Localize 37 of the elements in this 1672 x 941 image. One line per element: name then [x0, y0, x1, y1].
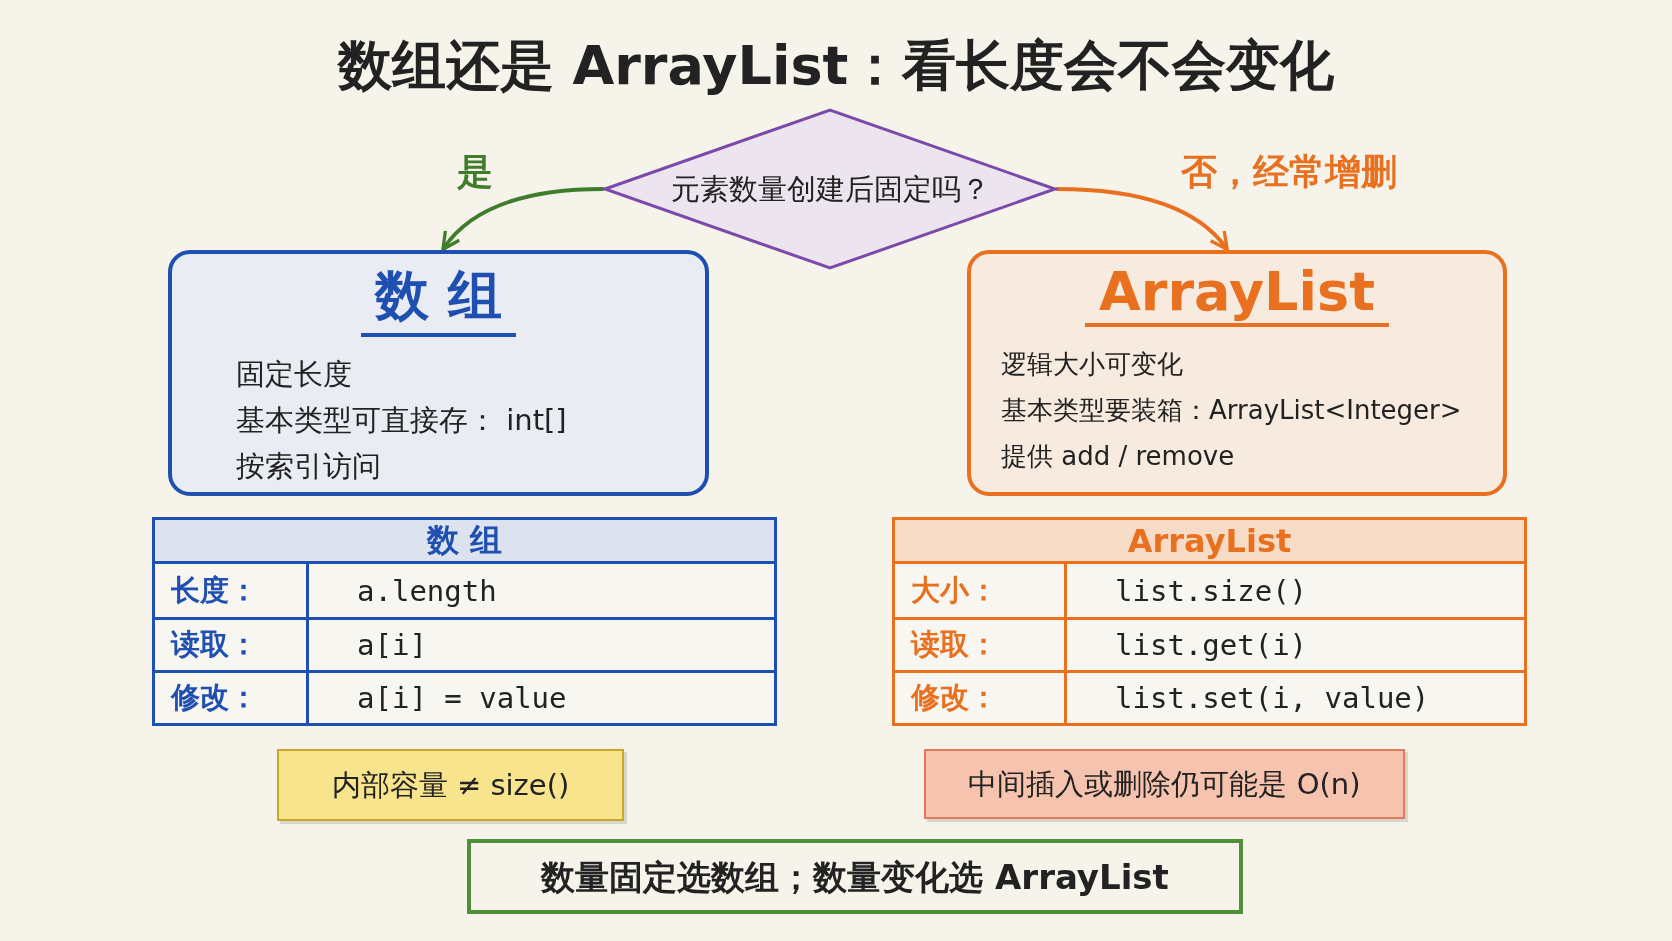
row-label: 修改： [155, 670, 309, 723]
code-cell: a[i] = value [309, 670, 774, 723]
row-label: 修改： [895, 670, 1067, 723]
table-header: ArrayList [895, 520, 1524, 564]
question-text: 元素数量创建后固定吗？ [670, 171, 990, 208]
diagram-title: 数组还是 ArrayList：看长度会不会变化 [336, 33, 1336, 99]
arrow [441, 187, 605, 251]
note-text: 中间插入或删除仍可能是 O(n) [968, 766, 1361, 803]
summary-box [467, 839, 1243, 914]
card-text: 基本类型可直接存： int[] [236, 402, 567, 439]
row-label: 长度： [155, 564, 309, 617]
card-text: 逻辑大小可变化 [1001, 348, 1183, 381]
code-cell-text: a.length [356, 572, 498, 610]
code-cell: a[i] [309, 617, 774, 670]
card-text: 按索引访问 [236, 448, 381, 485]
code-cell: list.get(i) [1067, 617, 1524, 670]
card-text: 基本类型要装箱：ArrayList<Integer> [1001, 394, 1462, 427]
table-header: 数 组 [155, 520, 774, 564]
card-heading: 数 组 [361, 260, 516, 337]
sticky-note [277, 749, 624, 821]
card-text: 提供 add / remove [1001, 440, 1235, 473]
info-card [967, 250, 1507, 496]
code-cell-text: list.size() [1114, 572, 1309, 610]
info-card [168, 250, 709, 496]
code-cell: list.set(i, value) [1067, 670, 1524, 723]
card-text: 固定长度 [236, 356, 352, 393]
arrow [1055, 187, 1229, 251]
card-heading: ArrayList [1085, 260, 1389, 327]
decision-diamond [603, 108, 1057, 270]
row-label: 大小： [895, 564, 1067, 617]
comparison-table [892, 517, 1527, 726]
summary-text: 数量固定选数组；数量变化选 ArrayList [541, 855, 1169, 899]
row-label: 读取： [155, 617, 309, 670]
comparison-table [152, 517, 777, 726]
sticky-note [924, 749, 1405, 819]
row-label: 读取： [895, 617, 1067, 670]
note-text: 内部容量 ≠ size() [331, 767, 570, 804]
